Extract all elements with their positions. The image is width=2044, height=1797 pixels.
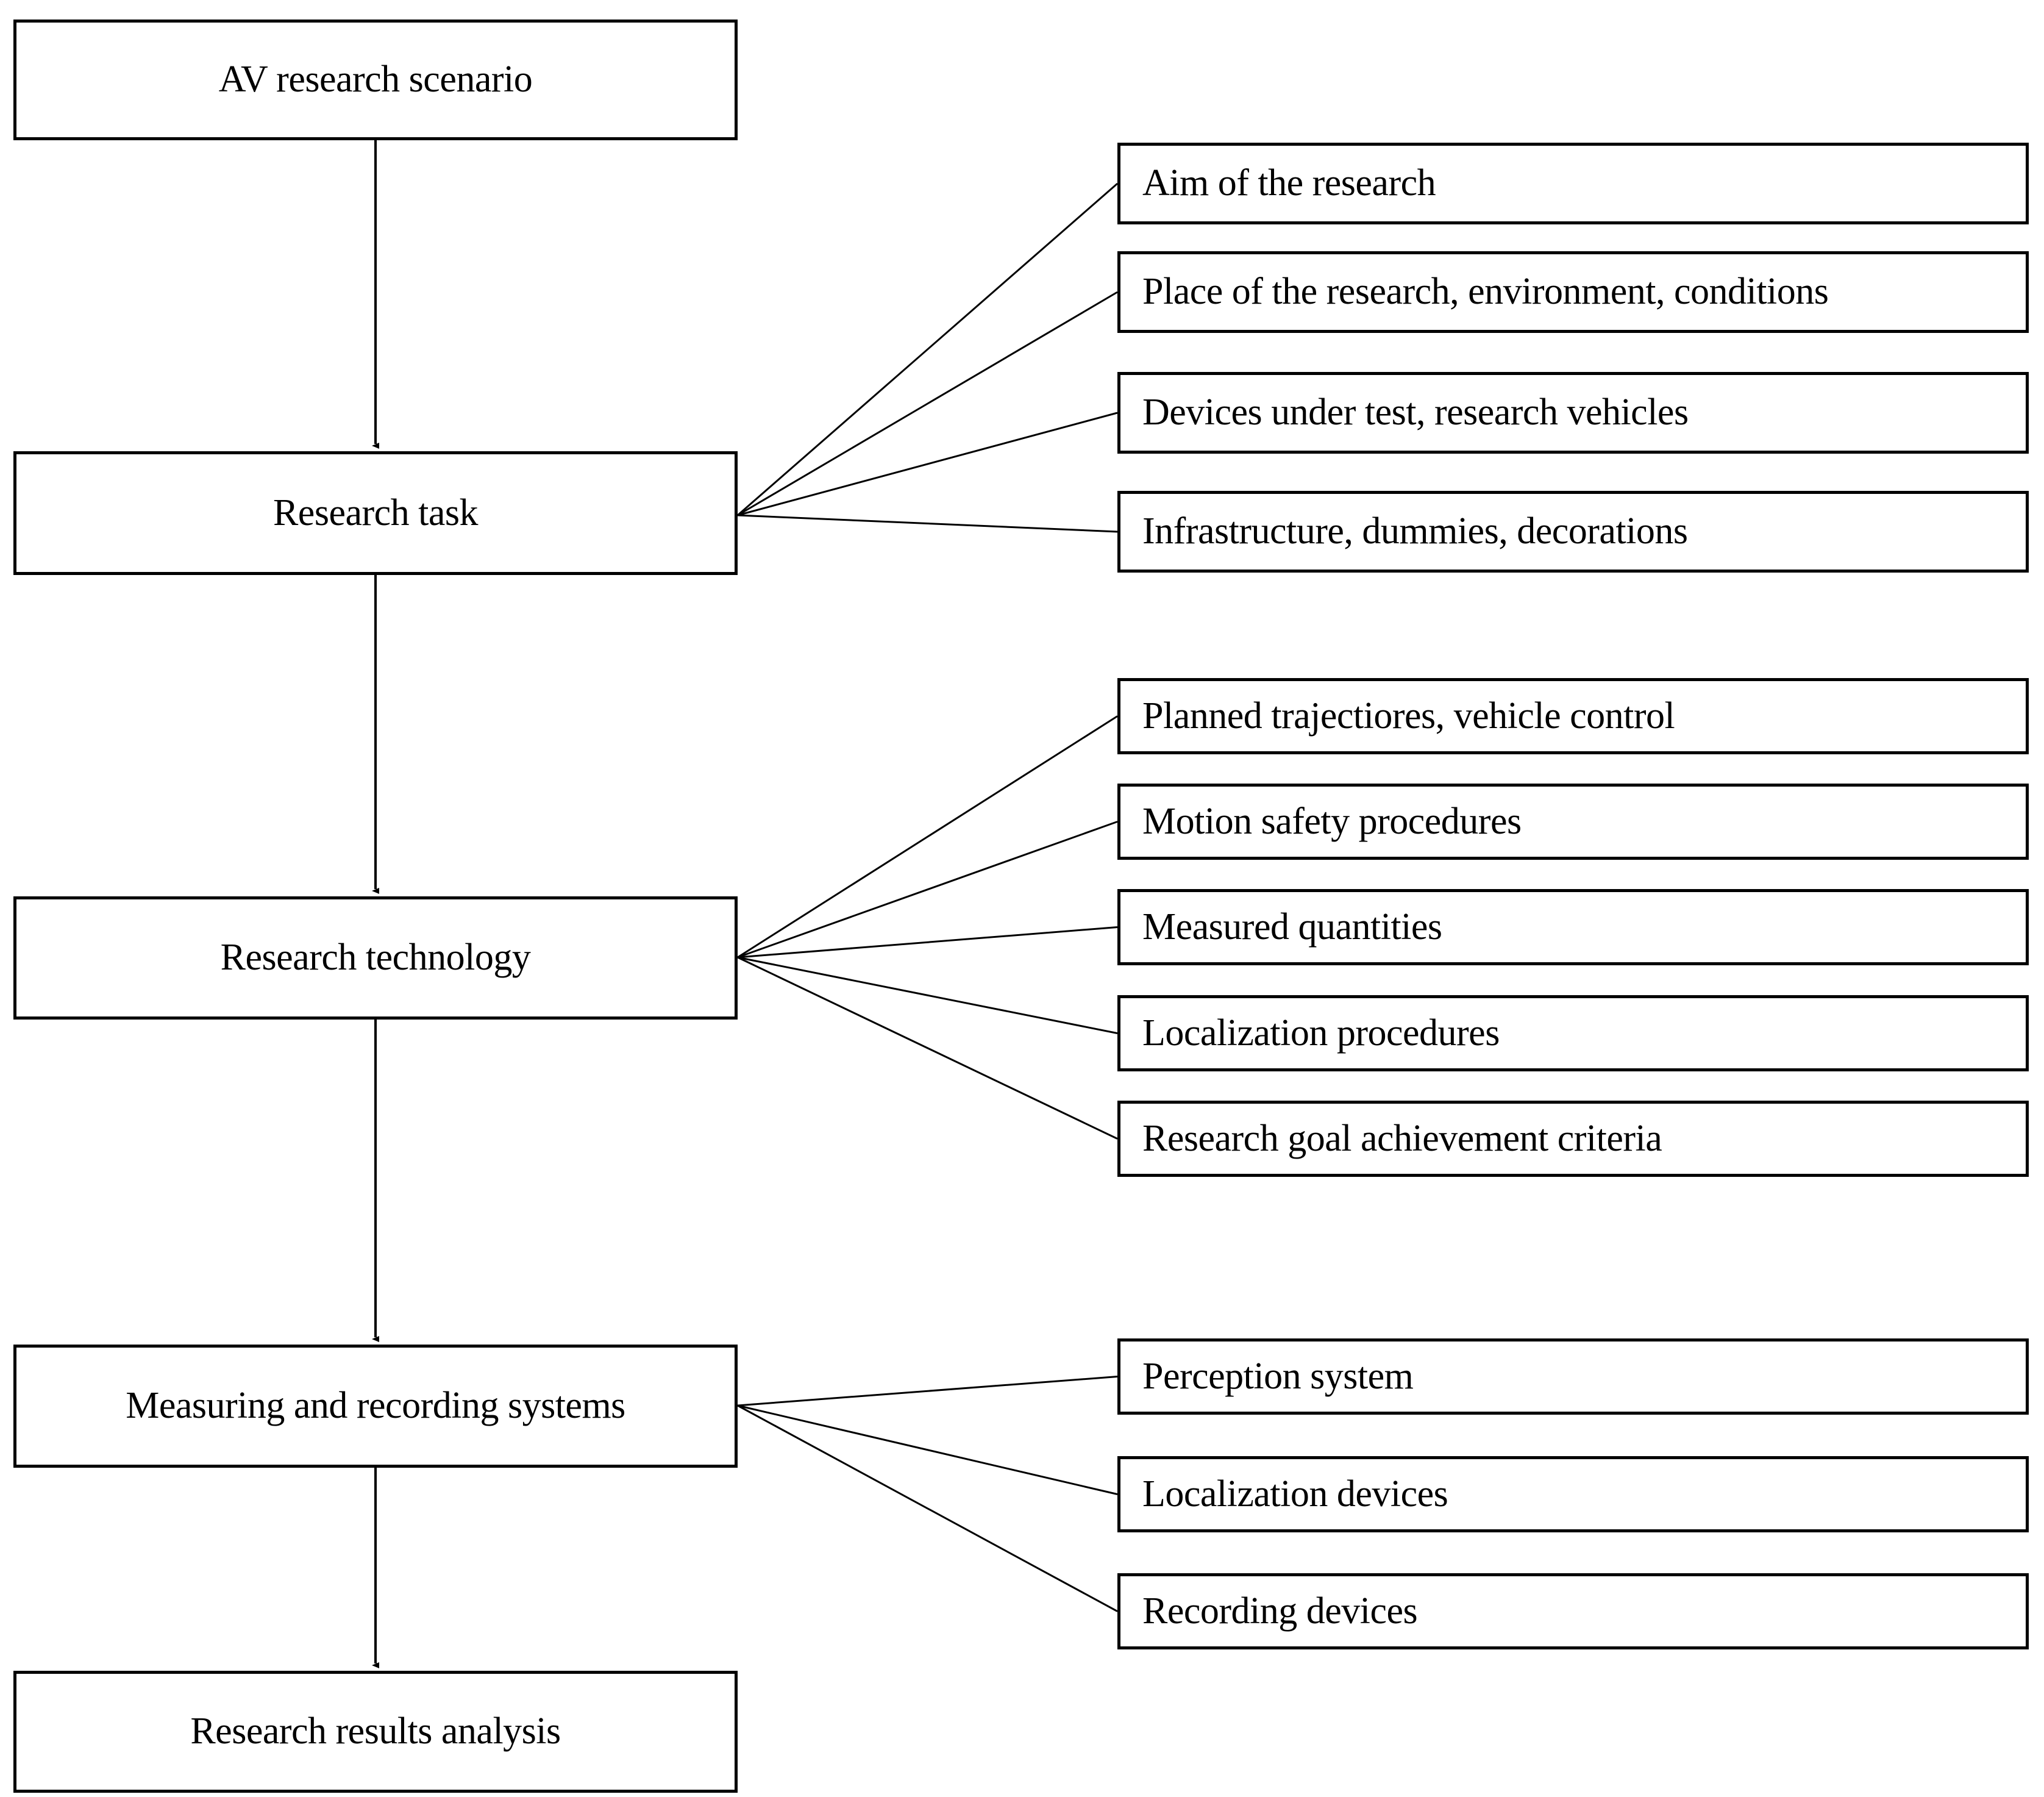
branch-line-perception-system: [737, 1376, 1118, 1407]
node-research-technology[interactable]: Research technology: [13, 896, 738, 1020]
node-infrastructure-dummies-label: Infrastructure, dummies, decorations: [1142, 510, 1688, 552]
branch-line-place-of-the-research: [737, 291, 1118, 516]
node-infrastructure-dummies[interactable]: Infrastructure, dummies, decorations: [1117, 491, 2029, 573]
node-devices-under-test[interactable]: Devices under test, research vehicles: [1117, 372, 2029, 454]
node-measured-quantities-label: Measured quantities: [1142, 906, 1442, 948]
node-recording-devices-label: Recording devices: [1142, 1590, 1418, 1632]
node-localization-procedures-label: Localization procedures: [1142, 1012, 1500, 1054]
node-research-results-analysis-label: Research results analysis: [190, 1710, 561, 1752]
node-aim-of-the-research[interactable]: Aim of the research: [1117, 143, 2029, 224]
node-planned-trajectiores[interactable]: Planned trajectiores, vehicle control: [1117, 678, 2029, 754]
node-planned-trajectiores-label: Planned trajectiores, vehicle control: [1142, 695, 1675, 737]
branch-line-planned-trajectiores: [737, 715, 1118, 959]
branch-line-group: [737, 182, 1118, 1612]
node-research-technology-label: Research technology: [220, 937, 531, 979]
node-av-research-scenario-label: AV research scenario: [218, 59, 533, 101]
node-measuring-and-recording-systems[interactable]: Measuring and recording systems: [13, 1345, 738, 1468]
node-aim-of-the-research-label: Aim of the research: [1142, 162, 1436, 204]
branch-line-aim-of-the-research: [737, 182, 1118, 516]
branch-line-infrastructure-dummies: [737, 514, 1118, 533]
node-perception-system[interactable]: Perception system: [1117, 1338, 2029, 1415]
node-perception-system-label: Perception system: [1142, 1355, 1414, 1397]
node-measured-quantities[interactable]: Measured quantities: [1117, 889, 2029, 965]
node-motion-safety-procedures[interactable]: Motion safety procedures: [1117, 784, 2029, 860]
branch-line-localization-procedures: [737, 956, 1118, 1034]
node-research-results-analysis[interactable]: Research results analysis: [13, 1671, 738, 1793]
node-localization-devices-label: Localization devices: [1142, 1473, 1448, 1515]
node-research-task[interactable]: Research task: [13, 451, 738, 575]
branch-line-research-goal-achievement-criteria: [737, 956, 1118, 1140]
node-motion-safety-procedures-label: Motion safety procedures: [1142, 800, 1522, 842]
node-measuring-and-recording-systems-label: Measuring and recording systems: [126, 1385, 625, 1427]
node-place-of-the-research[interactable]: Place of the research, environment, cond…: [1117, 251, 2029, 333]
node-research-task-label: Research task: [272, 491, 479, 534]
node-research-goal-achievement-criteria[interactable]: Research goal achievement criteria: [1117, 1101, 2029, 1177]
branch-line-motion-safety-procedures: [737, 821, 1118, 959]
node-localization-devices[interactable]: Localization devices: [1117, 1456, 2029, 1532]
node-av-research-scenario[interactable]: AV research scenario: [13, 20, 738, 140]
node-place-of-the-research-label: Place of the research, environment, cond…: [1142, 271, 1829, 313]
node-research-goal-achievement-criteria-label: Research goal achievement criteria: [1142, 1117, 1662, 1159]
branch-line-devices-under-test: [737, 412, 1118, 516]
branch-line-recording-devices: [737, 1404, 1118, 1612]
node-devices-under-test-label: Devices under test, research vehicles: [1142, 391, 1689, 434]
node-localization-procedures[interactable]: Localization procedures: [1117, 995, 2029, 1071]
node-recording-devices[interactable]: Recording devices: [1117, 1573, 2029, 1649]
branch-line-localization-devices: [737, 1404, 1118, 1495]
branch-line-measured-quantities: [737, 926, 1118, 959]
